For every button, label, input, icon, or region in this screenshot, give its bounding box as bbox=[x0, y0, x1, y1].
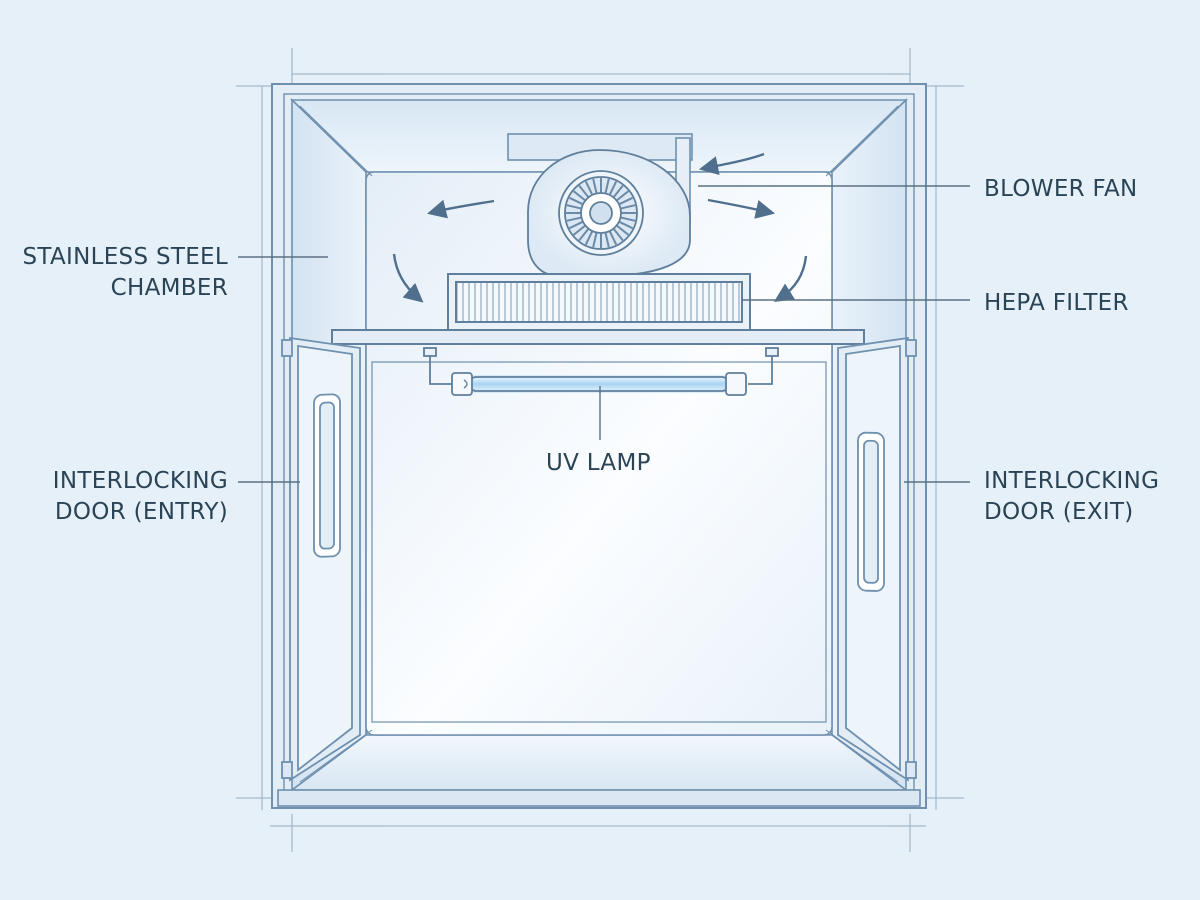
fan-blade bbox=[604, 178, 610, 194]
fan-blade bbox=[616, 190, 629, 202]
label-chamber-line-2: CHAMBER bbox=[110, 275, 228, 301]
uv-lamp bbox=[423, 347, 779, 396]
fan-blade bbox=[573, 224, 586, 236]
label-hepa-filter: HEPA FILTER bbox=[984, 288, 1129, 319]
fan-blade bbox=[608, 181, 618, 196]
label-blower-fan-text: BLOWER FAN bbox=[984, 176, 1138, 202]
fan-blade bbox=[569, 196, 584, 206]
fan-blade bbox=[566, 204, 582, 210]
fan-blade bbox=[584, 230, 594, 245]
fan-blade bbox=[608, 230, 618, 245]
label-entry-line-1: INTERLOCKING bbox=[52, 468, 228, 494]
blower-fan bbox=[527, 149, 691, 277]
label-exit-line-1: INTERLOCKING bbox=[984, 468, 1160, 494]
fan-blade bbox=[569, 220, 584, 230]
fan-blade bbox=[612, 185, 624, 198]
fan-blade bbox=[592, 178, 598, 194]
fan-blade bbox=[620, 216, 636, 222]
interlocking-door-exit bbox=[837, 336, 917, 782]
leader-lines bbox=[238, 185, 970, 483]
fan-blade bbox=[620, 204, 636, 210]
label-interlocking-door-exit: INTERLOCKING DOOR (EXIT) bbox=[984, 466, 1159, 528]
label-blower-fan: BLOWER FAN bbox=[984, 174, 1138, 205]
fan-blade bbox=[578, 185, 590, 198]
fan-blade bbox=[573, 190, 586, 202]
interlocking-door-entry bbox=[281, 336, 361, 782]
label-entry-line-2: DOOR (ENTRY) bbox=[54, 499, 228, 525]
label-exit-line-2: DOOR (EXIT) bbox=[984, 499, 1134, 525]
label-hepa-filter-text: HEPA FILTER bbox=[984, 290, 1129, 316]
airflow-arrows bbox=[392, 152, 808, 303]
label-interlocking-door-entry: INTERLOCKING DOOR (ENTRY) bbox=[53, 466, 228, 528]
fan-blade bbox=[592, 232, 598, 248]
fan-blade bbox=[604, 232, 610, 248]
fan-blade bbox=[618, 196, 633, 206]
label-stainless-steel-chamber: STAINLESS STEEL CHAMBER bbox=[23, 242, 228, 304]
label-uv-lamp: UV LAMP bbox=[546, 448, 651, 479]
fan-blade bbox=[618, 220, 633, 230]
label-uv-lamp-text: UV LAMP bbox=[546, 450, 651, 476]
construction-lines bbox=[236, 48, 964, 852]
fan-blade bbox=[616, 224, 629, 236]
label-chamber-line-1: STAINLESS STEEL bbox=[22, 244, 228, 270]
fan-blade bbox=[584, 181, 594, 196]
hepa-filter bbox=[331, 273, 865, 345]
fan-blade bbox=[566, 216, 582, 222]
fan-blade bbox=[578, 228, 590, 241]
fan-blade bbox=[612, 228, 624, 241]
